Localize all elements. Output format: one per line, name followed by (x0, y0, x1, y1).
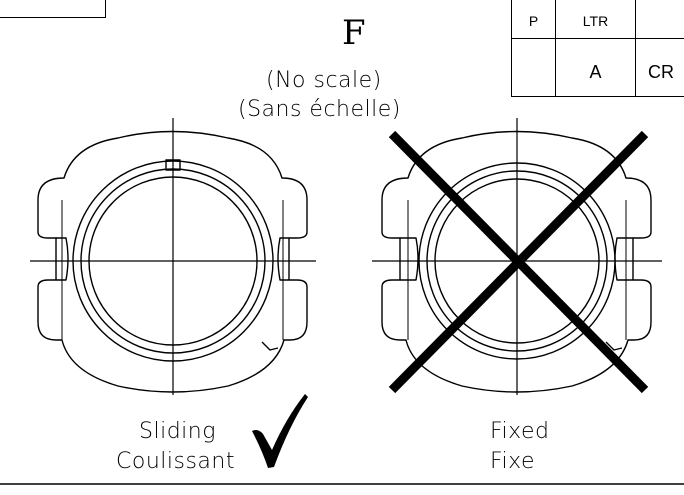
revision-table-divider (512, 38, 684, 39)
fixed-clamp-drawing (372, 118, 662, 395)
check-mark-icon (252, 394, 308, 468)
sliding-clamp-body (37, 130, 308, 393)
rev-header-p: P (528, 13, 539, 29)
rev-cell-ltr: A (555, 38, 635, 97)
title-box-fragment (0, 0, 106, 18)
cross-out-x-line-2 (388, 130, 649, 394)
sliding-clamp-bottom-detail (261, 341, 279, 351)
sliding-clamp-lug-left (56, 237, 69, 281)
sliding-label-en: Sliding (139, 419, 216, 444)
scale-note-fr: (Sans échelle) (238, 97, 401, 122)
sliding-clamp-lug-right (277, 237, 289, 281)
fixed-clamp-bottom-detail (605, 341, 623, 351)
fixed-label-en: Fixed (490, 419, 550, 444)
fixed-clamp-lug-right (614, 237, 633, 281)
rev-header-third (635, 0, 684, 38)
fixed-label-fr: Fixe (490, 449, 536, 474)
view-letter: F (342, 13, 366, 53)
fixed-clamp-lug-left (400, 237, 419, 281)
revision-table: P LTR A CR (511, 0, 684, 97)
rev-header-ltr: LTR (555, 0, 635, 38)
fixed-clamp-body (381, 130, 652, 393)
sliding-clamp-drawing (30, 118, 316, 395)
scale-note-en: (No scale) (266, 68, 382, 93)
rev-cell-third: CR (635, 38, 684, 97)
sliding-label-fr: Coulissant (116, 449, 235, 474)
